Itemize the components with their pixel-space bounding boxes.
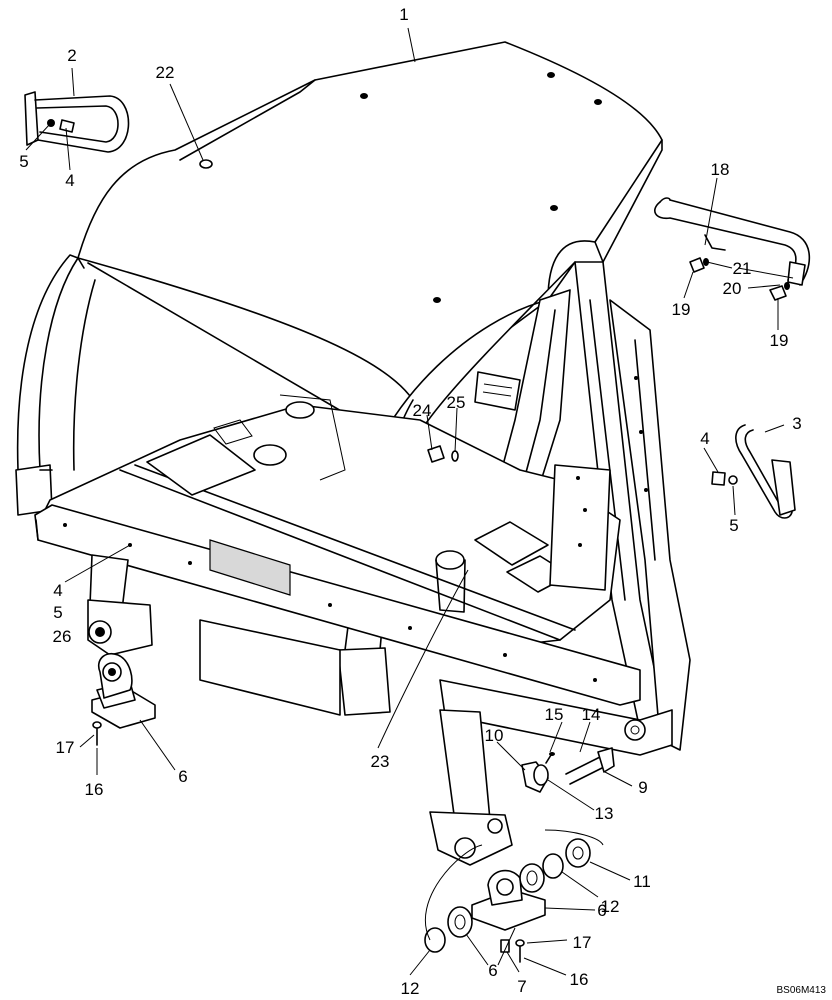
callout-1: 1 — [399, 5, 408, 24]
right-rear-post — [574, 261, 691, 751]
callout-15: 15 — [545, 705, 564, 724]
hardware-set — [92, 257, 790, 963]
callout-6-b: 6 — [597, 901, 606, 920]
grab-handle-2 — [24, 91, 130, 153]
callout-6-c: 6 — [488, 961, 497, 980]
callout-11: 11 — [633, 872, 651, 891]
callout-5-c: 5 — [53, 603, 62, 622]
callout-14: 14 — [582, 705, 601, 724]
drawing-code: BS06M413 — [777, 985, 827, 996]
grab-handle-3 — [735, 424, 796, 519]
callout-4-b: 4 — [700, 429, 709, 448]
callout-24: 24 — [413, 401, 432, 420]
cab-roof — [77, 41, 663, 416]
callout-16-b: 16 — [570, 970, 589, 989]
callout-7: 7 — [517, 977, 526, 996]
callout-9: 9 — [638, 778, 647, 797]
callout-4: 4 — [65, 171, 74, 190]
left-front-post — [15, 254, 96, 516]
callout-21: 21 — [733, 259, 752, 278]
left-front-leg — [87, 554, 153, 656]
callout-23: 23 — [371, 752, 390, 771]
callout-18: 18 — [711, 160, 730, 179]
callout-6-a: 6 — [178, 767, 187, 786]
grab-handle-18 — [654, 197, 811, 286]
leader-lines — [25, 27, 794, 976]
callout-labels: 1 2 4 5 22 18 21 20 19 19 3 4 5 24 25 4 … — [19, 5, 826, 998]
right-front-leg — [429, 709, 513, 866]
callout-12-b: 12 — [401, 979, 420, 998]
callout-5-b: 5 — [729, 516, 738, 535]
callout-22: 22 — [156, 63, 175, 82]
callout-17-a: 17 — [56, 738, 75, 757]
cab-floor — [39, 394, 621, 651]
callout-16-a: 16 — [85, 780, 104, 799]
callout-12-a: 12 — [601, 897, 620, 916]
callout-3: 3 — [792, 414, 801, 433]
pivot-pin-assembly — [521, 747, 615, 793]
front-cross-beam — [34, 504, 641, 716]
callout-26: 26 — [53, 627, 72, 646]
callout-4-c: 4 — [53, 581, 62, 600]
callout-20: 20 — [723, 279, 742, 298]
callout-13: 13 — [595, 804, 614, 823]
callout-25: 25 — [447, 393, 466, 412]
callout-17-b: 17 — [573, 933, 592, 952]
callout-10: 10 — [485, 726, 504, 745]
callout-19-b: 19 — [770, 331, 789, 350]
mount-bracket-bottom — [424, 838, 591, 953]
callout-5: 5 — [19, 152, 28, 171]
mount-bracket-left — [91, 653, 156, 729]
callout-2: 2 — [67, 46, 76, 65]
callout-19-a: 19 — [672, 300, 691, 319]
